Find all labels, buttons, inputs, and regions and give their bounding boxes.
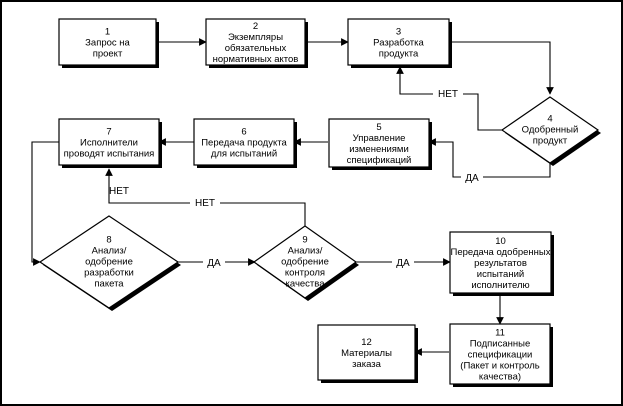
node-label-line: продукта xyxy=(379,49,419,60)
node-label-line: Исполнители xyxy=(80,138,138,149)
node-number: 7 xyxy=(106,127,111,138)
process-box xyxy=(449,323,551,385)
node-number: 10 xyxy=(495,236,506,247)
node-label-line: для испытаний xyxy=(211,149,277,160)
node-label-line: спецификаций xyxy=(347,155,412,166)
process-box xyxy=(58,118,160,166)
node-label-line: заказа xyxy=(352,359,382,370)
node-number: 2 xyxy=(253,21,258,32)
node-number: 11 xyxy=(495,328,505,339)
process-box xyxy=(317,324,416,381)
process-box xyxy=(328,118,430,168)
node-label-line: изменениями xyxy=(349,144,409,155)
node-number: 8 xyxy=(106,235,111,246)
process-box xyxy=(193,118,295,166)
node-label-line: продукт xyxy=(533,136,568,147)
node-number: 3 xyxy=(396,27,401,38)
node-label-line: качества xyxy=(286,279,326,290)
label-no-4-3: НЕТ xyxy=(438,89,458,100)
process-box xyxy=(205,18,306,66)
node-label-line: испытаний xyxy=(477,269,524,280)
node-label-line: контроля xyxy=(285,268,325,279)
decision-diamond xyxy=(500,96,600,164)
node-number: 4 xyxy=(547,114,552,125)
label-no-9-7: НЕТ xyxy=(195,198,215,209)
edge-3-4 xyxy=(449,41,554,95)
node-number: 12 xyxy=(361,337,372,348)
node-label-line: результатов xyxy=(474,258,527,269)
node-label-line: Передача одобренных xyxy=(451,247,551,258)
node-label-line: разработки xyxy=(84,268,134,279)
node-number: 6 xyxy=(241,127,246,138)
node-label-line: Подписанные xyxy=(470,339,531,350)
process-box xyxy=(347,18,450,66)
node-label-line: одобрение xyxy=(281,257,329,268)
edge-labels: НЕТ ДА НЕТ ДА ДА НЕТ xyxy=(109,87,483,269)
node-label-line: одобрение xyxy=(85,257,133,268)
node-label-line: Запрос на xyxy=(85,38,130,49)
label-yes-4-5: ДА xyxy=(465,173,479,184)
node-label-line: проводят испытания xyxy=(64,149,155,160)
node-label-line: Материалы xyxy=(341,348,392,359)
node-number: 1 xyxy=(105,27,110,38)
node-label-line: Управление xyxy=(353,133,406,144)
node-label-line: Разработка xyxy=(373,38,424,49)
edge-4-3-no xyxy=(396,66,502,131)
node-label-line: качества) xyxy=(479,372,521,383)
label-yes-8-9: ДА xyxy=(207,258,221,269)
node-label-line: исполнителю xyxy=(471,280,529,291)
node-label-line: нормативных актов xyxy=(213,54,299,65)
connectors xyxy=(31,38,554,356)
edge-4-5-yes xyxy=(428,138,551,178)
process-box xyxy=(58,18,157,66)
label-yes-9-10: ДА xyxy=(396,258,410,269)
node-label-line: Анализ/ xyxy=(288,246,323,257)
node-label-line: (Пакет и контроль xyxy=(460,361,539,372)
process-box xyxy=(449,231,552,294)
node-label-line: пакета xyxy=(94,279,124,290)
node-label-line: проект xyxy=(93,49,123,60)
node-label-line: Экземпляры xyxy=(228,32,283,43)
node-label-line: Одобренный xyxy=(522,125,579,136)
node-label-line: Анализ/ xyxy=(92,246,127,257)
label-no-7-8: НЕТ xyxy=(109,186,129,197)
edge-7-8 xyxy=(31,141,59,266)
node-label-line: Передача продукта xyxy=(201,138,287,149)
node-number: 9 xyxy=(302,235,307,246)
decision-diamond xyxy=(252,225,358,299)
node-label-line: обязательных xyxy=(225,43,287,54)
node-number: 5 xyxy=(376,122,381,133)
decision-diamond xyxy=(38,215,180,309)
node-label-line: спецификации xyxy=(468,350,533,361)
